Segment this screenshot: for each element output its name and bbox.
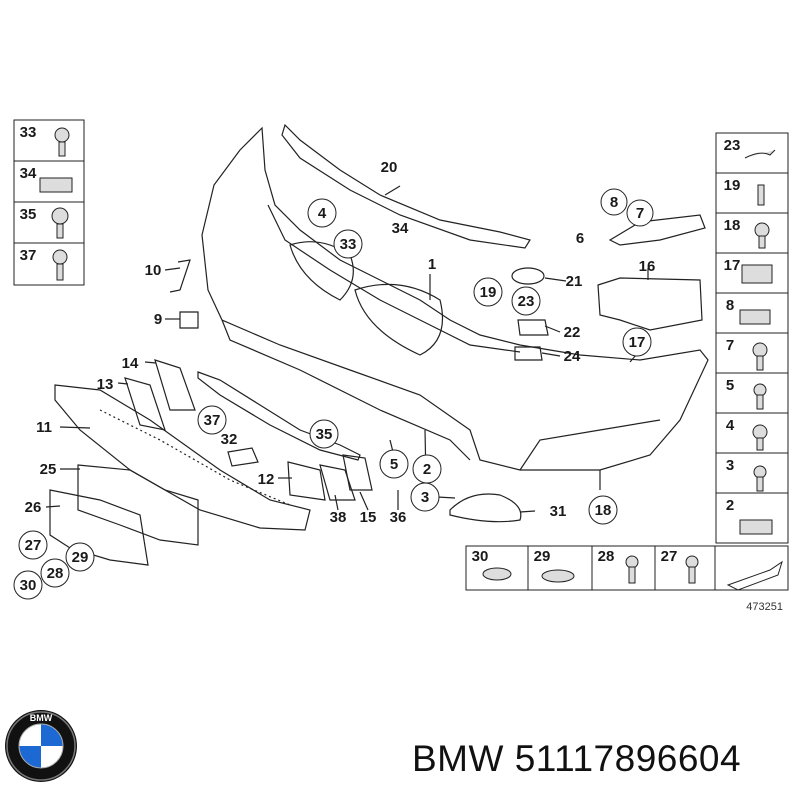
callout-12: 12 [258,471,275,488]
right-panel-label: 23 [724,137,741,154]
callout-circle: 27 [18,530,48,560]
left-panel-label: 33 [20,124,37,141]
callout-13: 13 [97,376,114,393]
right-panel-label: 18 [724,217,741,234]
callout-37: 37 [204,412,221,429]
callout-10: 10 [145,262,162,279]
bottom-fastener-panel [465,545,789,591]
bmw-logo: BMW [5,710,77,782]
callout-18: 18 [595,502,612,519]
callout-2: 2 [423,461,431,478]
callout-20: 20 [381,159,398,176]
right-panel-label: 3 [726,457,734,474]
callout-4: 4 [318,205,327,222]
callouts: 4 33 19 23 8 7 17 37 35 5 2 3 18 27 29 2… [13,124,783,613]
diagram-id: 473251 [746,601,783,613]
left-fastener-panel [13,119,85,286]
callout-15: 15 [360,509,377,526]
callout-25: 25 [40,461,57,478]
callout-31: 31 [550,503,567,520]
callout-21: 21 [566,273,583,290]
callout-circle: 5 [379,449,409,479]
callout-28: 28 [47,565,64,582]
callout-22: 22 [564,324,581,341]
callout-32: 32 [221,431,238,448]
callout-circle: 29 [65,542,95,572]
callout-circle: 3 [410,482,440,512]
callout-circle: 17 [622,327,652,357]
right-panel-label: 7 [726,337,734,354]
right-panel-label: 5 [726,377,734,394]
callout-circle: 8 [600,188,628,216]
bottom-panel-label: 29 [534,548,551,565]
right-panel-label: 19 [724,177,741,194]
callout-35: 35 [316,426,333,443]
callout-24: 24 [564,348,581,365]
callout-circle: 33 [333,229,363,259]
right-panel-label: 8 [726,297,734,314]
bottom-panel-label: 28 [598,548,615,565]
right-panel-label: 4 [726,417,735,434]
right-panel-label: 2 [726,497,734,514]
callout-26: 26 [25,499,42,516]
callout-8: 8 [610,194,618,211]
callout-circle: 23 [511,286,541,316]
bottom-panel-label: 27 [661,548,678,565]
callout-circle: 18 [588,495,618,525]
callout-circle: 28 [40,558,70,588]
caption-brand: BMW [412,738,504,779]
right-fastener-panel [715,132,789,544]
caption-part-number: 51117896604 [514,738,742,779]
left-panel-label: 37 [20,247,37,264]
callout-23: 23 [518,293,535,310]
callout-circle: 2 [412,454,442,484]
callout-38: 38 [330,509,347,526]
callout-33: 33 [340,236,357,253]
callout-19: 19 [480,284,497,301]
callout-34: 34 [392,220,409,237]
callout-circle: 19 [473,277,503,307]
callout-30: 30 [20,577,37,594]
callout-9: 9 [154,311,162,328]
logo-text: BMW [30,713,53,723]
callout-16: 16 [639,258,656,275]
callout-3: 3 [421,489,429,506]
callout-11: 11 [36,419,52,436]
callout-29: 29 [72,549,89,566]
left-panel-label: 35 [20,206,37,223]
callout-17: 17 [629,334,646,351]
callout-27: 27 [25,537,42,554]
callout-circle: 30 [13,570,43,600]
callout-circle: 37 [197,405,227,435]
callout-14: 14 [122,355,139,372]
callout-circle: 7 [626,199,654,227]
callout-6: 6 [576,230,584,247]
right-panel-label: 17 [724,257,741,274]
part-caption: BMW 51117896604 [412,738,741,780]
bottom-panel-label: 30 [472,548,489,565]
diagram-linework [45,123,709,566]
callout-36: 36 [390,509,407,526]
callout-5: 5 [390,456,398,473]
callout-circle: 4 [307,198,337,228]
callout-circle: 35 [309,419,339,449]
callout-1: 1 [428,256,436,273]
left-panel-label: 34 [20,165,37,182]
callout-7: 7 [636,205,644,222]
